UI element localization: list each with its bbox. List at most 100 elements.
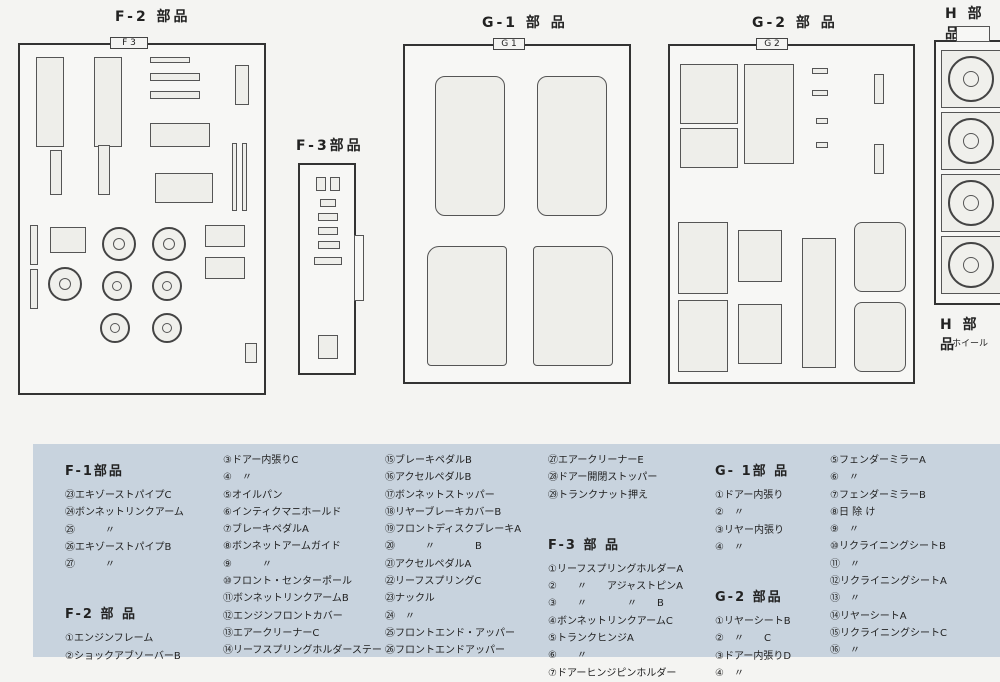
f2-sprue-tab: F 3 [110,37,148,49]
small-part [150,57,190,63]
list-item: ㉗エアークリーナーE [548,455,644,466]
small-part [150,91,200,99]
list-item: ③ 〃 〃 B [548,598,664,610]
rear-seat-part [680,128,738,168]
wheel-part [948,56,994,102]
list-item: ㉑アクセルペダルA [385,558,472,570]
list-item: ㉕フロントエンド・アッパー [385,627,515,639]
list-item: ③ドアー内張りC [223,455,299,466]
list-gap [548,504,683,518]
list-gap [65,573,184,587]
small-part [816,118,828,124]
seat-part [854,222,906,292]
list-item: ①リヤーシートB [715,616,791,628]
small-part [318,227,338,235]
f3-title: F-3部品 [296,138,364,154]
shock-part [98,145,110,195]
disc-part [152,313,182,343]
list-item: ③リヤー内張り [715,524,784,536]
list-item: ⑦ドアーヒンジピンホルダー [548,667,677,679]
seat-part [802,238,836,368]
rear-panel-part [427,246,507,366]
disc-part [152,271,182,301]
engine-frame-part [94,57,122,147]
list-item: ⑫エンジンフロントカバー [223,610,343,622]
small-part [812,90,828,96]
list-item: ⑱リヤーブレーキカバーB [385,506,502,518]
small-part [812,68,828,74]
door-panel-part [537,76,607,216]
list-item: ⑤フェンダーミラーA [830,455,926,466]
small-part [874,74,884,104]
list-item: ㉔ボンネットリンクアーム [65,507,184,519]
list-item: ⑧ボンネットアームガイド [223,541,341,553]
list-item: ⑤トランクヒンジA [548,633,634,645]
small-part [245,343,257,363]
list-item: ② 〃 [715,507,744,519]
list-item: ⑥インティクマニホールド [223,506,342,518]
shock-part [50,150,62,195]
list-item: ⑳ 〃 B [385,541,482,553]
door-panel-part [435,76,505,216]
list-item: ⑰ボンネットストッパー [385,489,495,501]
list-item: ⑧日 除 け [830,506,876,518]
section-heading: F-1部品 [65,464,124,479]
g2-sprue-frame: G 2 [668,38,915,384]
list-item: ㉕ 〃 [65,524,115,536]
disc-part [48,267,82,301]
g2-sprue-tab: G 2 [756,38,788,50]
list-item: ⑯アクセルペダルB [385,472,472,484]
disc-part [102,227,136,261]
bracket-part [205,257,245,279]
section-heading: F-3 部 品 [548,537,620,553]
small-part [320,199,336,207]
list-item: ⑥ 〃 [830,472,859,484]
small-part [316,177,326,191]
list-item: ⑯ 〃 [830,645,860,657]
wheel-part [948,180,994,226]
list-item: ㉓ナックル [385,593,435,605]
list-item: ④ 〃 [715,668,744,680]
list-item: ⑮ブレーキペダルB [385,455,472,466]
list-item: ⑭リーフスプリングホルダーステー [223,645,382,657]
pole-part [232,143,237,211]
list-item: ㉖エキゾーストパイプB [65,541,172,553]
g1-title: G-1 部 品 [482,15,568,31]
list-item: ⑩フロント・センターポール [223,576,352,588]
h-bottom-title: H 部 品 [940,317,980,353]
list-gap [715,556,791,570]
f3-sprue-frame [298,163,356,375]
bar-part [30,269,38,309]
list-item: ②ショックアブソーバーB [65,650,181,662]
h-caption: ホイール [952,339,989,349]
section-heading: G- 1部 品 [715,464,790,479]
h-sprue-tab [956,26,990,42]
list-item: ④ボンネットリンクアームC [548,615,673,627]
list-item: ㉓エキゾーストパイプC [65,490,172,501]
list-item: ⑲フロントディスクブレーキA [385,524,522,536]
list-item: ⑩リクライニングシートB [830,541,946,553]
seat-part [678,222,728,294]
small-part [330,177,340,191]
small-part [318,335,338,359]
intake-part [155,173,213,203]
f2-sprue-frame: F 3 [18,37,266,395]
disc-part [152,227,186,261]
list-item: ㉗ 〃 [65,559,115,571]
small-part [874,144,884,174]
list-item: ⑥ 〃 [548,650,587,662]
list-item: ⑭リヤーシートA [830,610,907,622]
h-title: H 部 品 [945,6,985,42]
f3-side-tab [354,235,364,301]
list-item: ⑦ブレーキペダルA [223,524,309,536]
g1-sprue-tab: G 1 [493,38,525,50]
list-item: ⑪ 〃 [830,558,860,570]
engine-frame-part [36,57,64,147]
list-item: ㉒リーフスプリングC [385,576,482,588]
f2-title: F-2 部品 [115,9,191,25]
seat-part [678,300,728,372]
list-item: ② 〃 アジャストピンA [548,581,683,593]
